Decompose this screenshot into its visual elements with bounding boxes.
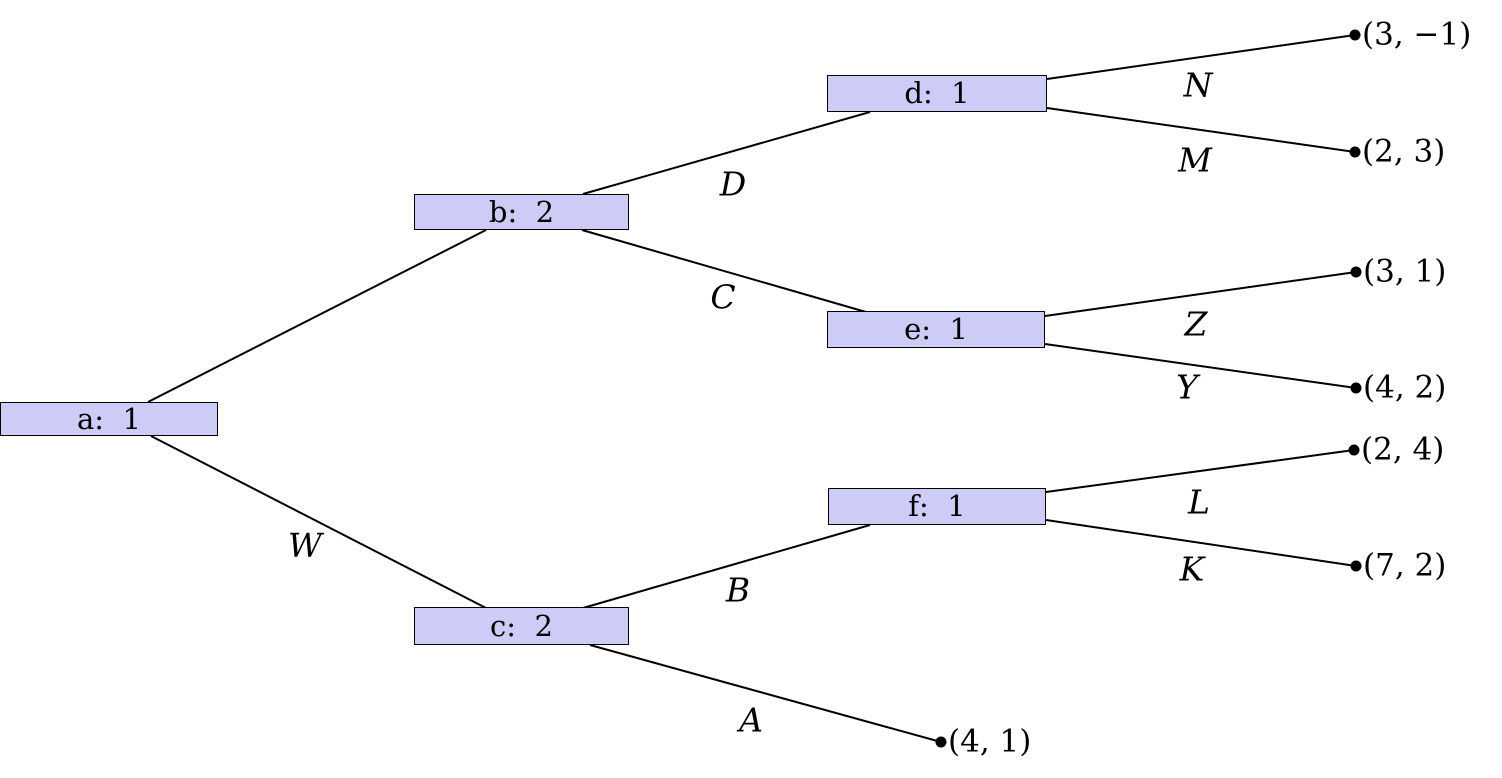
edge-e-leaf-31 [1044, 271, 1357, 317]
leaf-dot-24 [1348, 444, 1360, 456]
edge-label-y: Y [1176, 367, 1198, 407]
edge-d-leaf-3m1 [1046, 34, 1356, 80]
edge-b-d [582, 111, 871, 195]
edge-e-leaf-42 [1044, 343, 1357, 389]
edge-label-k: K [1179, 549, 1205, 589]
edge-a-c [150, 435, 487, 609]
leaf-dot-3m1 [1349, 29, 1361, 41]
node-e: e: 1 [827, 311, 1045, 348]
edge-a-b [147, 229, 487, 403]
leaf-dot-72 [1350, 560, 1362, 572]
edge-label-z: Z [1184, 304, 1208, 344]
edge-label-m: M [1178, 140, 1212, 180]
leaf-dot-23 [1349, 146, 1361, 158]
leaf-payoff-7-2: (7, 2) [1363, 547, 1447, 584]
leaf-dot-31 [1350, 266, 1362, 278]
edge-label-n: N [1183, 65, 1213, 105]
leaf-payoff-2-3: (2, 3) [1362, 133, 1446, 170]
edge-label-c: C [710, 277, 736, 317]
leaf-payoff-4-1: (4, 1) [948, 723, 1032, 760]
leaf-payoff-3-neg1: (3, −1) [1362, 16, 1472, 53]
edge-label-b: B [725, 570, 751, 610]
leaf-payoff-3-1: (3, 1) [1363, 253, 1447, 290]
node-f: f: 1 [828, 488, 1046, 525]
edge-label-d: D [719, 164, 747, 204]
edge-d-leaf-23 [1046, 107, 1356, 153]
node-b: b: 2 [414, 194, 629, 230]
leaf-payoff-2-4: (2, 4) [1361, 431, 1445, 468]
edge-f-leaf-24 [1045, 449, 1355, 493]
leaf-payoff-4-2: (4, 2) [1363, 369, 1447, 406]
node-a: a: 1 [0, 402, 218, 436]
edge-b-e [581, 229, 867, 313]
node-c: c: 2 [414, 607, 629, 645]
edge-c-leaf-41 [589, 644, 942, 743]
leaf-dot-41 [935, 736, 947, 748]
edge-label-w: W [288, 525, 322, 565]
edge-f-leaf-72 [1045, 519, 1357, 567]
leaf-dot-42 [1350, 382, 1362, 394]
edge-label-a: A [739, 700, 763, 740]
edge-label-l: L [1188, 482, 1210, 522]
node-d: d: 1 [827, 75, 1047, 112]
edge-c-f [582, 524, 871, 609]
